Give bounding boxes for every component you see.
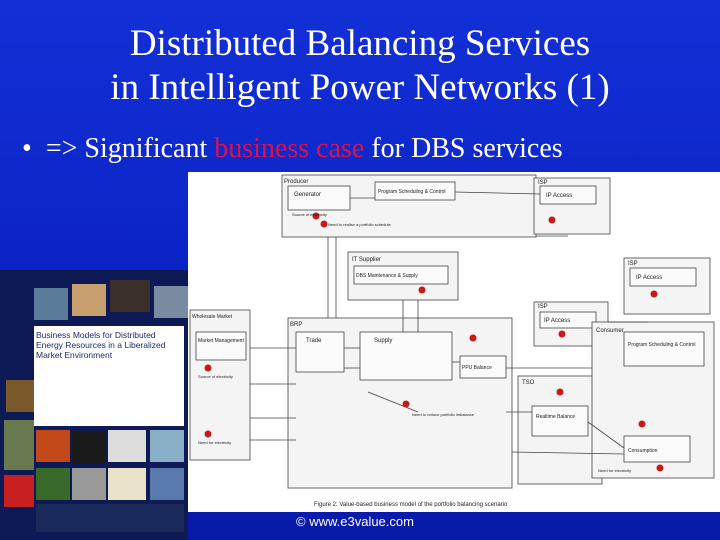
actor-brp: BRP [290,322,302,328]
cover-photo-tile [36,468,70,500]
cover-title: Business Models for Distributed Energy R… [36,330,166,360]
copyright-credit: © www.e3value.com [296,514,414,529]
cover-title-panel [34,326,184,426]
business-model-diagram: Producer Generator Program Scheduling & … [188,172,720,512]
actor-consumption: Consumption [628,448,658,454]
actor-isp-1: ISP [538,180,548,186]
cover-photo-tile [72,468,106,500]
actor-program-2: Program Scheduling & Control [628,342,696,348]
title-line-1: Distributed Balancing Services [129,23,591,64]
bullet-point: • => Significant business case for DBS s… [22,133,563,165]
actor-realtime: Realtime Balance [536,414,575,420]
cover-bottom-band [36,504,184,532]
note-need-2: Need for electricity [198,440,231,445]
cover-photo-tile [4,420,34,470]
diagram-svg: Producer Generator Program Scheduling & … [189,174,715,508]
bullet-prefix: => Significant [45,133,215,164]
note-need-3: Need to reduce portfolio imbalance [412,412,475,417]
actor-ppu: PPU Balance [462,365,492,371]
note-need-4: Need for electricity [598,468,631,473]
bullet-mark: • [22,133,32,164]
actor-generator: Generator [294,192,321,198]
cover-photo-tile [72,432,106,464]
slide-title: Distributed Balancing Services in Intell… [0,22,720,110]
actor-ip-access-1: IP Access [546,193,572,199]
actor-program: Program Scheduling & Control [378,189,446,195]
cover-photo-tile [36,430,70,462]
actor-isp-2: ISP [538,304,548,310]
note-need-1: Need to realise a portfolio schedule [328,222,391,227]
cover-photo-tile [72,284,106,316]
cover-photo-tile [150,430,184,462]
cover-photo-tile [34,288,68,320]
actor-consumer: Consumer [596,328,624,334]
cover-photo-tile [150,468,184,500]
actor-wholesale: Wholesale Market [192,314,233,320]
actor-supply: Supply [374,338,392,344]
actor-it-supplier: IT Supplier [352,257,381,263]
actor-trade: Trade [306,338,322,344]
cover-photo-tile [4,475,34,507]
cover-photo-tile [110,280,150,312]
cover-photo-tile [154,286,188,318]
note-source-2: Source of electricity [198,374,233,379]
actor-ip-access-3: IP Access [636,275,662,281]
cover-photo-tile [6,380,34,412]
actor-producer: Producer [284,179,308,185]
cover-photo-tile [108,468,146,500]
diagram-caption: Figure 2: Value-based business model of … [314,502,508,508]
cover-photo-tile [108,430,146,462]
actor-tso: TSO [522,380,535,386]
actor-isp-3: ISP [628,261,638,267]
bullet-suffix: for DBS services [364,133,563,164]
bullet-highlight: business case [214,133,365,164]
actor-dbs: DBS Maintenance & Supply [356,273,418,279]
actor-market-mgmt: Market Management [198,338,244,344]
title-line-2: in Intelligent Power Networks (1) [110,67,610,108]
book-cover-image: Business Models for Distributed Energy R… [0,270,188,540]
note-source-1: Source of electricity [292,212,327,217]
actor-ip-access-2: IP Access [544,318,570,324]
